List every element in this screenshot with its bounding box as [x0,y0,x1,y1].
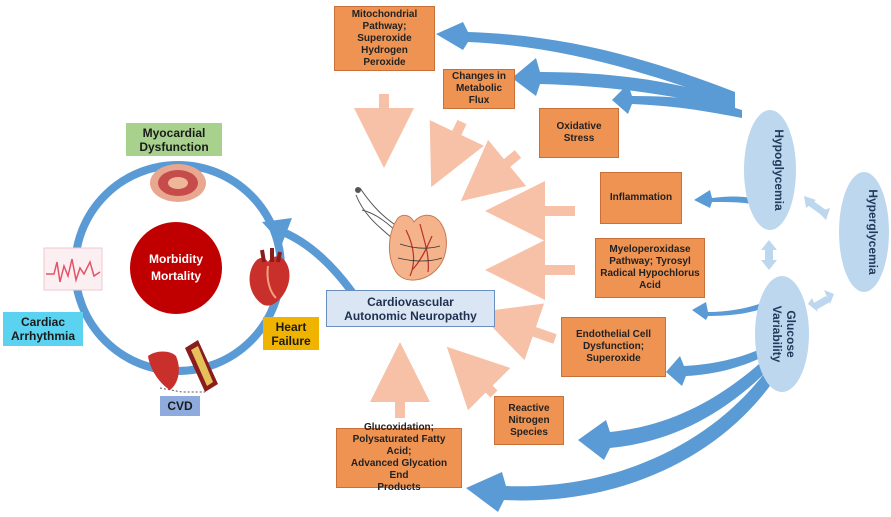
myocardial-dysfunction-label: Myocardial Dysfunction [126,123,222,156]
reactive-nitrogen-species-box: Reactive Nitrogen Species [494,396,564,445]
glucoxidation-box: Glucoxidation; Polysaturated Fatty Acid;… [336,422,462,493]
hypoglycemia-label: Hypoglycemia [772,129,786,211]
myeloperoxidase-box: Myeloperoxidase Pathway; Tyrosyl Radical… [595,238,705,298]
heart-failure-label: Heart Failure [263,317,319,350]
pink-arrow-metabolic [429,119,484,188]
can-to-cycle-arrow [276,226,356,295]
blue-arrow-myeloperoxidase [692,300,770,320]
blue-arrow-metabolic [512,58,735,110]
endothelial-dysfunction-box: Endothelial Cell Dysfunction; Superoxide [561,317,666,377]
cardiovascular-autonomic-neuropathy-box: Cardiovascular Autonomic Neuropathy [326,290,495,327]
myocardium-icon [150,164,206,202]
metabolic-flux-box: Changes in Metabolic Flux [443,69,515,109]
blue-arrows [436,22,782,512]
blue-arrow-reactive [578,356,774,460]
can-to-cycle-arrowhead [262,218,292,244]
glucose-hyper-link [812,296,830,310]
mitochondrial-pathway-box: Mitochondrial Pathway; Superoxide Hydrog… [334,6,435,71]
hyperglycemia-ellipse [839,172,889,292]
pink-arrow-endothelial [477,303,557,361]
glucose-variability-label: Glucose Variability [770,305,798,363]
pink-arrow-oxidative [460,139,527,202]
blue-arrow-oxidative [612,84,742,118]
cvd-label: CVD [160,396,200,416]
blue-arrow-glucoxidation [466,360,782,512]
pink-arrows [354,94,575,418]
hypoglycemia-ellipse [744,110,796,230]
artery-plaque-icon [148,340,218,393]
blue-arrow-inflammation [694,190,752,208]
ecg-icon [43,247,103,291]
inflammation-box: Inflammation [600,172,682,224]
pink-arrow-reactive [446,346,511,411]
heart-nerve-icon [355,187,447,281]
hyperglycemia-label: Hyperglycemia [866,189,880,275]
glucose-variability-ellipse [755,276,809,392]
cardiac-arrhythmia-label: Cardiac Arrhythmia [3,312,83,346]
heart-anatomy-icon [249,248,290,306]
morbidity-circle [130,222,222,314]
morbidity-mortality-label: Morbidity Mortality [149,252,203,283]
blue-arrow-endothelial [666,340,782,386]
oxidative-stress-box: Oxidative Stress [539,108,619,158]
blue-arrow-mitochondrial [436,22,735,104]
glycemia-links [761,196,834,312]
hypo-glucose-link [765,248,773,262]
